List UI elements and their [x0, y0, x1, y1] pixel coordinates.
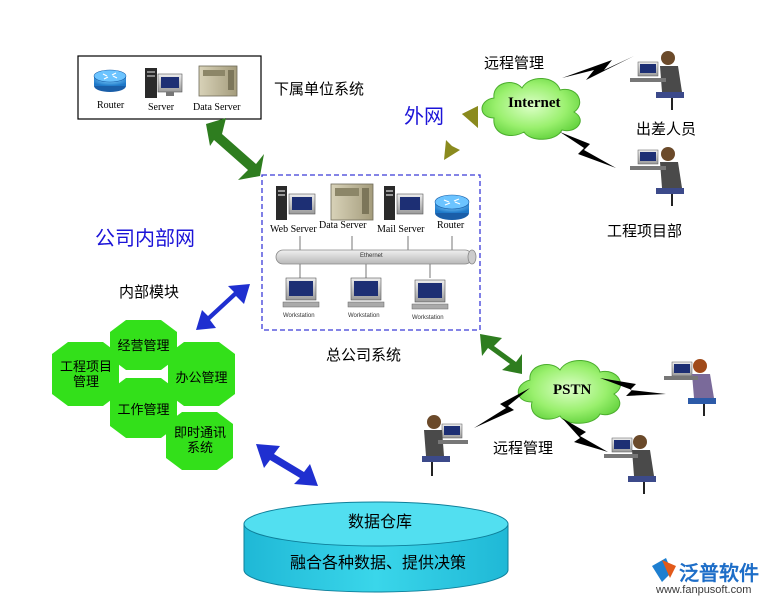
subsidiary-title: 下属单位系统 — [274, 82, 365, 98]
subsidiary-server-label: Server — [148, 102, 175, 113]
data-warehouse-title: 数据仓库 — [348, 514, 413, 531]
arrow-hq-internet — [444, 106, 478, 160]
hq-router-label: Router — [437, 220, 465, 231]
arrow-hq-pstn — [480, 334, 522, 374]
lightning-icon — [474, 56, 666, 452]
workstation-icon — [282, 277, 320, 308]
internet-label: Internet — [508, 95, 561, 111]
arrow-subsidiary-hq — [206, 118, 264, 180]
hq-web-server-label: Web Server — [270, 224, 317, 235]
module-instant-messaging: 即时通讯系统 — [173, 425, 226, 455]
module-hexagons — [52, 320, 235, 470]
hq-box — [261, 174, 481, 331]
internal-modules-title: 内部模块 — [119, 285, 180, 301]
module-business-management: 经营管理 — [117, 338, 170, 353]
data-warehouse-subtitle: 融合各种数据、提供决策 — [290, 555, 467, 572]
person-icon — [630, 51, 684, 110]
person-icon — [422, 415, 468, 476]
arrow-modules-hq — [196, 284, 250, 330]
workstation-icon — [347, 277, 385, 308]
module-project-management: 工程项目管理 — [59, 359, 112, 389]
person-icon — [630, 147, 684, 206]
hq-connectors — [299, 236, 453, 278]
data-warehouse-cylinder — [243, 501, 509, 593]
hq-title: 总公司系统 — [326, 348, 402, 364]
hq-mail-server-icon — [384, 186, 424, 220]
workstation-label: Workstation — [283, 313, 315, 319]
project-dept-label: 工程项目部 — [607, 224, 683, 240]
module-work-management: 工作管理 — [117, 402, 170, 417]
person-icon — [604, 435, 656, 494]
pstn-label: PSTN — [553, 382, 592, 398]
module-office-management: 办公管理 — [175, 370, 228, 385]
remote-management-bottom: 远程管理 — [493, 441, 554, 457]
subsidiary-data-server-label: Data Server — [193, 102, 241, 113]
hq-mail-server-label: Mail Server — [377, 224, 425, 235]
subsidiary-router-label: Router — [97, 100, 125, 111]
ethernet-bus — [275, 249, 477, 265]
travel-staff-label: 出差人员 — [636, 122, 697, 138]
brand-logo-icon — [652, 558, 676, 582]
pstn-cloud-icon — [517, 360, 621, 424]
workstation-label: Workstation — [348, 313, 380, 319]
brand-url: www.fanpusoft.com — [656, 584, 752, 596]
internet-cloud-icon — [481, 78, 581, 140]
hq-web-server-icon — [276, 186, 316, 220]
person-icon — [664, 359, 716, 416]
remote-management-top: 远程管理 — [484, 56, 545, 72]
ethernet-label: Ethernet — [360, 253, 383, 259]
workstation-label: Workstation — [412, 315, 444, 321]
external-net-label: 外网 — [404, 106, 444, 128]
router-icon — [93, 69, 127, 92]
hq-router-icon — [434, 194, 470, 220]
brand-name: 泛普软件 — [679, 561, 759, 585]
workstation-icon — [411, 279, 449, 310]
company-intranet-label: 公司内部网 — [95, 228, 195, 250]
hq-data-server-icon — [330, 183, 374, 221]
server-icon — [145, 68, 183, 98]
data-server-icon — [198, 65, 238, 97]
arrow-modules-warehouse — [256, 444, 318, 486]
hq-data-server-label: Data Server — [319, 220, 367, 231]
